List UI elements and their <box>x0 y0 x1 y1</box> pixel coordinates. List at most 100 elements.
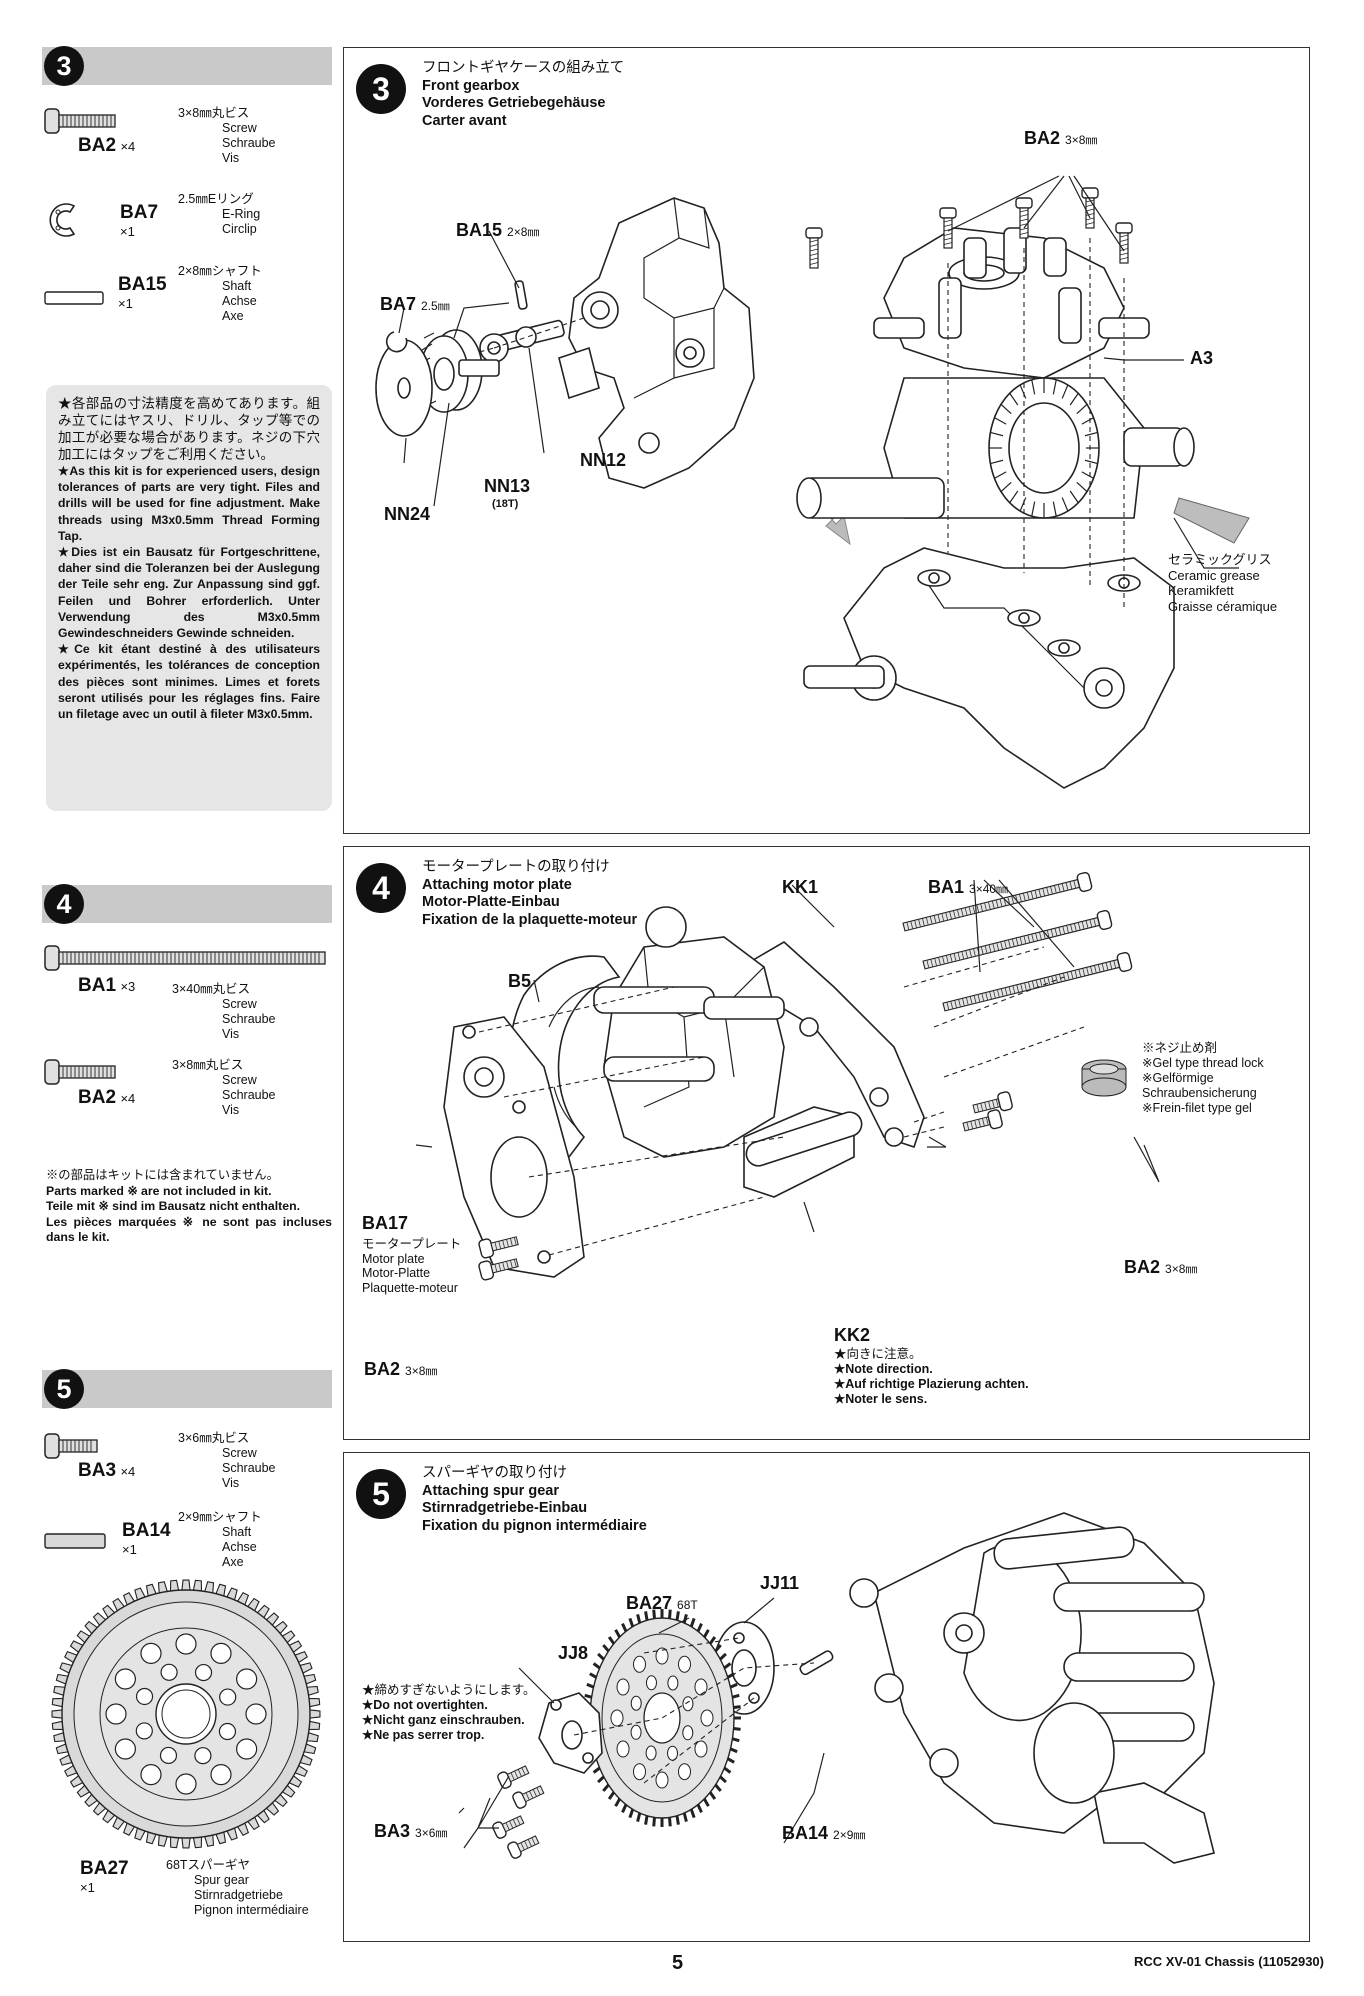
grease-de: Keramikfett <box>1168 583 1234 598</box>
desc-line: 3×40㎜丸ビス <box>172 982 251 996</box>
part-ba3: BA3 ×4 <box>78 1460 135 1482</box>
label-ba2-right: BA2 3×8㎜ <box>1124 1257 1197 1278</box>
ceramic-grease-label: セラミックグリス Ceramic grease Keramikfett Grai… <box>1168 552 1277 614</box>
tolerance-note: ★各部品の寸法精度を高めてあります。組み立てにはヤスリ、ドリル、タップ等での加工… <box>46 385 332 811</box>
desc-line: Schraube <box>222 1088 276 1102</box>
label-b5: B5 <box>508 971 532 991</box>
part-qty: ×1 <box>118 296 133 311</box>
desc-line: Pignon intermédiaire <box>194 1903 309 1917</box>
desc-line: Shaft <box>222 1525 252 1539</box>
label-ba17: BA17 <box>362 1213 409 1233</box>
part-code: BA2 <box>78 135 117 156</box>
desc-line: Stirnradgetriebe <box>194 1888 283 1902</box>
part-size: 3×40㎜ <box>969 882 1009 896</box>
desc-line: Plaquette-moteur <box>362 1280 458 1295</box>
grease-fr: Graisse céramique <box>1168 598 1278 614</box>
sidebar-step3-number: 3 <box>44 46 84 86</box>
part-code: BA14 <box>122 1520 171 1541</box>
part-size: 2×8㎜ <box>507 225 540 239</box>
desc-line: Schraube <box>222 1461 276 1475</box>
note-de: ★Dies ist ein Bausatz für Fortgeschritte… <box>58 545 320 641</box>
desc-line: Vis <box>222 151 240 165</box>
note-line: ★Note direction. <box>834 1362 933 1376</box>
title-ja: フロントギヤケースの組み立て <box>422 60 625 76</box>
part-code: BA1 <box>928 877 965 897</box>
label-ba27: BA27 68T <box>626 1593 698 1614</box>
motor-plate-diagram <box>415 871 1160 1281</box>
top-cover-a3 <box>873 227 1150 379</box>
note-line: ★Auf richtige Plazierung achten. <box>834 1377 1029 1391</box>
title-fr: Fixation du pignon intermédiaire <box>422 1517 647 1534</box>
title-de: Stirnradgetriebe-Einbau <box>422 1500 588 1516</box>
part-ba3-desc: 3×6㎜丸ビス Screw Schraube Vis <box>178 1431 276 1491</box>
spur-gear-diagram <box>458 1512 1215 1864</box>
spur-gear-icon <box>51 1579 321 1849</box>
desc-line: 2.5㎜Eリング <box>178 192 254 206</box>
sidebar-step5-number: 5 <box>44 1369 84 1409</box>
step3-number: 3 <box>356 64 406 114</box>
note-line: ★Ne pas serrer trop. <box>362 1728 485 1742</box>
tighten-note: ★締めすぎないようにします。 ★Do not overtighten. ★Nic… <box>362 1683 536 1743</box>
thread-lock-label: ※ネジ止め剤 ※Gel type thread lock ※Gelförmige… <box>1142 1041 1264 1116</box>
desc-line: 3×8㎜丸ビス <box>172 1058 244 1072</box>
not-included-note: ※の部品はキットには含まれていません。 Parts marked ※ are n… <box>46 1168 332 1246</box>
part-code: BA14 <box>782 1823 829 1843</box>
part-size: 3×8㎜ <box>1165 1262 1198 1276</box>
part-code: BA3 <box>78 1460 117 1481</box>
part-qty: ×4 <box>120 1464 136 1479</box>
note-line: ★Nicht ganz einschrauben. <box>362 1713 525 1727</box>
desc-line: モータープレート <box>362 1237 462 1251</box>
label-nn24: NN24 <box>384 504 431 524</box>
part-size: 2×9㎜ <box>833 1828 866 1842</box>
label-ba7: BA7 2.5㎜ <box>380 294 450 315</box>
part-size: 3×8㎜ <box>1065 133 1098 147</box>
part-ba2-desc: 3×8㎜丸ビス Screw Schraube Vis <box>178 106 276 166</box>
desc-line: 2×9㎜シャフト <box>178 1510 262 1524</box>
part-ba27: BA27 ×1 <box>80 1858 129 1895</box>
part-qty: ×4 <box>120 1091 136 1106</box>
part-qty: ×3 <box>120 979 136 994</box>
note-line: ★Do not overtighten. <box>362 1698 488 1712</box>
internal-gear-set <box>796 377 1195 519</box>
e-ring-part <box>385 331 408 353</box>
step4-number: 4 <box>356 863 406 913</box>
title-en: Front gearbox <box>422 77 520 94</box>
label-ba2-left: BA2 3×8㎜ <box>364 1359 437 1380</box>
note-fr: ★Ce kit étant destiné à des utilisateurs… <box>58 642 320 722</box>
step3-title: フロントギヤケースの組み立て Front gearbox Vorderes Ge… <box>422 60 624 130</box>
desc-line: Shaft <box>222 279 252 293</box>
part-code: BA15 <box>118 274 167 295</box>
part-size: 3×6㎜ <box>415 1826 448 1840</box>
part-ba7-desc: 2.5㎜Eリング E-Ring Circlip <box>178 192 260 237</box>
step4-title: モータープレートの取り付け Attaching motor plate Moto… <box>422 859 637 929</box>
screw-icon <box>44 1433 98 1459</box>
note-line: Les pièces marquées ※ ne sont pas inclus… <box>46 1214 332 1245</box>
label-ba14: BA14 2×9㎜ <box>782 1823 865 1844</box>
label-jj11: JJ11 <box>760 1573 800 1593</box>
desc-line: E-Ring <box>222 207 261 221</box>
part-ba15: BA15 ×1 <box>118 274 167 311</box>
sidebar-step4-number: 4 <box>44 884 84 924</box>
desc-line: 3×6㎜丸ビス <box>178 1431 250 1445</box>
part-code: BA7 <box>380 294 417 314</box>
label-ba15: BA15 2×8㎜ <box>456 220 539 241</box>
step5-number: 5 <box>356 1469 406 1519</box>
title-de: Vorderes Getriebegehäuse <box>422 95 606 111</box>
part-size: 3×8㎜ <box>405 1364 438 1378</box>
jj8-flange <box>538 1692 603 1774</box>
grease-en: Ceramic grease <box>1168 567 1260 583</box>
front-gearbox-diagram <box>375 175 1250 789</box>
desc-line: Achse <box>222 1540 257 1554</box>
title-ja: スパーギヤの取り付け <box>422 1465 567 1481</box>
desc-line: Motor plate <box>362 1251 425 1266</box>
label-nn12: NN12 <box>580 450 627 470</box>
part-code: BA2 <box>364 1359 401 1379</box>
desc-line: Axe <box>222 1555 244 1569</box>
part-ba2: BA2 ×4 <box>78 135 135 157</box>
step5-title: スパーギヤの取り付け Attaching spur gear Stirnradg… <box>422 1465 647 1535</box>
note-line: ※の部品はキットには含まれていません。 <box>46 1168 279 1182</box>
screw-icon <box>44 108 116 134</box>
title-ja: モータープレートの取り付け <box>422 859 610 875</box>
sidebar-step4-header <box>42 885 332 923</box>
note-line: Teile mit ※ sind im Bausatz nicht enthal… <box>46 1199 301 1213</box>
